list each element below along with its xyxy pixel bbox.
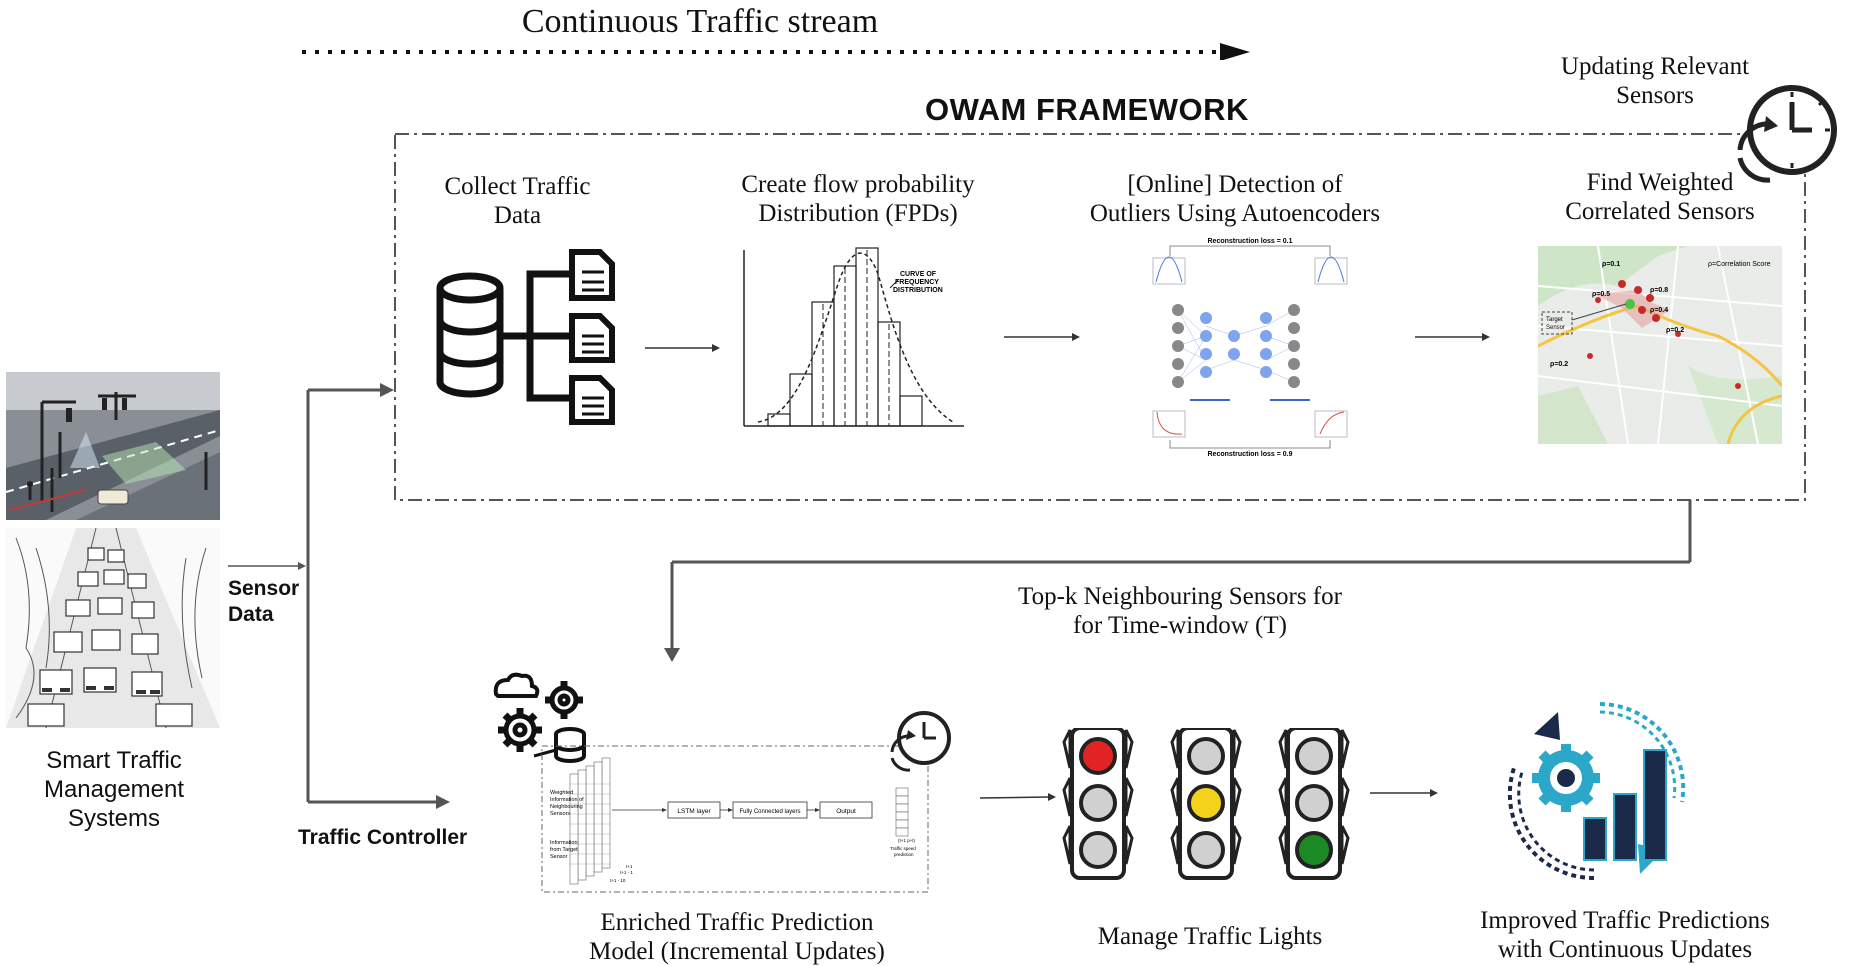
output-time-label: (t+1 p+t) <box>898 838 916 843</box>
input-top-label: Neighbouring <box>550 804 583 810</box>
gears-database-icon <box>493 672 586 763</box>
step-autoencoder-title: [Online] Detection of Outliers Using Aut… <box>1089 171 1381 227</box>
topk-label: Top-k Neighbouring Sensors for for Time-… <box>1018 583 1342 639</box>
score-label: ρ=0.2 <box>1666 327 1684 334</box>
clock-refresh-icon <box>890 711 951 772</box>
improved-predictions-label: Improved Traffic Predictions with Contin… <box>1480 907 1770 963</box>
step-correlation-title: Find Weighted Correlated Sensors <box>1565 169 1755 225</box>
input-top-label: Information of <box>550 797 584 803</box>
traffic-light-green <box>1278 728 1350 880</box>
sensor-data-label: Sensor Data <box>228 577 300 626</box>
manage-lights-label: Manage Traffic Lights <box>1097 923 1323 950</box>
stream-label: Continuous Traffic stream <box>521 3 879 40</box>
output-description: Traffic speed <box>890 846 916 851</box>
score-label: ρ=0.8 <box>1650 287 1668 294</box>
loss-bottom-label: Reconstruction loss = 0.9 <box>1208 451 1293 458</box>
histogram-chart: CURVE OF FREQUENCY DISTRIBUTION <box>743 247 964 427</box>
traffic-controller-label: Traffic Controller <box>298 826 468 849</box>
correlation-legend: ρ=Correlation Score <box>1708 261 1771 268</box>
model-title: Enriched Traffic Prediction Model (Incre… <box>589 909 885 965</box>
step-collect-title: Collect Traffic Data <box>444 173 591 229</box>
target-sensor-label-1: Target <box>1546 317 1563 323</box>
improved-predictions-icon <box>1507 702 1686 881</box>
traffic-lights-group <box>1062 728 1350 880</box>
time-label: t+1 - 1 <box>620 870 633 875</box>
score-label: ρ=0.2 <box>1550 361 1568 368</box>
input-top-label: Sensors <box>550 811 570 817</box>
lstm-layer-label: LSTM layer <box>677 808 711 815</box>
histogram-annotation-3: DISTRIBUTION <box>893 287 943 294</box>
stream-arrow <box>302 43 1250 60</box>
sensor-map: Target Sensor ρ=Correlation Score ρ=0.1 … <box>1538 246 1782 444</box>
histogram-annotation-1: CURVE OF <box>900 271 937 278</box>
time-label: t+1 - 10 <box>610 878 626 883</box>
intersection-illustration <box>6 372 220 520</box>
step-fpd-title: Create flow probability Distribution (FP… <box>741 171 975 227</box>
score-label: ρ=0.5 <box>1592 291 1610 298</box>
output-description: prediction <box>894 852 914 857</box>
fc-layer-label: Fully Connected layers <box>739 809 800 815</box>
score-label: ρ=0.4 <box>1650 307 1668 314</box>
input-top-label: Weighted <box>550 790 573 796</box>
score-label: ρ=0.1 <box>1602 261 1620 268</box>
lstm-model-diagram: Weighted Information of Neighbouring Sen… <box>541 745 929 893</box>
input-bottom-label: from Target <box>550 847 578 853</box>
clock-refresh-icon <box>1737 85 1837 183</box>
traffic-jam-sketch <box>6 528 220 728</box>
traffic-light-red <box>1062 728 1134 880</box>
output-label: Output <box>836 808 856 815</box>
framework-title: OWAM FRAMEWORK <box>925 92 1249 127</box>
traffic-light-yellow <box>1170 728 1242 880</box>
updating-sensors-label: Updating Relevant Sensors <box>1560 53 1750 109</box>
autoencoder-diagram: Reconstruction loss = 0.1 Reconstruction… <box>1152 238 1348 458</box>
loss-top-label: Reconstruction loss = 0.1 <box>1208 238 1293 245</box>
time-label: t+1 <box>626 864 633 869</box>
smart-traffic-system-label: Smart Traffic Management Systems <box>43 747 185 832</box>
database-icon <box>436 249 615 425</box>
histogram-annotation-2: FREQUENCY <box>895 279 939 286</box>
input-bottom-label: Sensor <box>550 854 568 860</box>
input-bottom-label: Information <box>550 840 578 846</box>
target-sensor-label-2: Sensor <box>1546 325 1565 331</box>
